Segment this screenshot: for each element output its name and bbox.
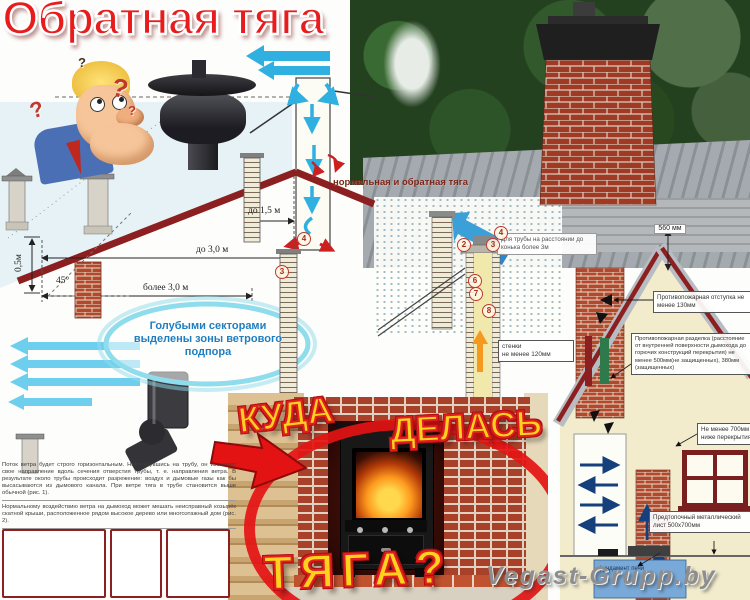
paragraph-2: Нормальному воздействию ветра на дымоход… — [2, 504, 236, 529]
note-foundation: фундамент печи — [598, 566, 645, 572]
roof-cowl-icon — [1, 168, 33, 231]
brick-chimney-photo — [536, 2, 660, 206]
question-mark: ? — [78, 55, 86, 70]
sky-gap — [383, 20, 441, 108]
red-circle-highlight — [244, 419, 548, 600]
wind-arrows-left — [8, 337, 140, 410]
red-arrow-icon — [209, 431, 309, 490]
note-predtopochny-list: Предтопочный металлический лист 500х700м… — [649, 511, 750, 533]
wind-arrow-icon — [258, 61, 330, 80]
watermark: Vegast-Grupp.by — [486, 562, 717, 590]
updraft-arrow-icon — [472, 330, 488, 372]
walls-thickness-note: стенки не менее 120мм — [498, 340, 574, 362]
chimney-cowl-photo — [140, 46, 264, 172]
dim-560mm: 560 мм — [654, 224, 686, 235]
man-nose — [116, 107, 144, 127]
man-hand — [90, 123, 154, 165]
marker-circle: 4 — [494, 226, 508, 240]
note-nizhe-perekrytiya: Не менее 700мм и ниже перекрытия — [697, 423, 750, 445]
explanatory-text-panel: Поток ветра будет строго горизонтальным.… — [2, 462, 236, 532]
marker-circle: 6 — [468, 274, 482, 288]
marker-circle: 7 — [469, 287, 483, 301]
marker-circle: 3 — [486, 238, 500, 252]
roof-cowl-icon — [15, 433, 45, 474]
dim-bolee-3m: более 3,0 м — [143, 283, 189, 293]
dim-45deg: 45° — [56, 276, 70, 286]
cowl-body — [160, 92, 246, 144]
paragraph-1: Поток ветра будет строго горизонтальным.… — [2, 462, 236, 501]
cowl-finial — [192, 60, 206, 78]
right-house-diagram — [552, 229, 750, 600]
marker-circle: 3 — [275, 265, 289, 279]
puzzled-man-cartoon: ? ? ? ? — [26, 55, 173, 186]
illustration-card-building — [166, 529, 230, 598]
man-eye — [112, 95, 127, 110]
dim-0-5m: 0,5м — [13, 254, 24, 272]
walls-note-line1: стенки — [502, 343, 522, 350]
wind-arrow-icon — [246, 45, 330, 67]
question-mark: ? — [128, 103, 136, 118]
caption-tyaga: ТЯГА? — [262, 539, 454, 600]
marker-circle: 8 — [482, 304, 496, 318]
wind-zone-note: Голубыми секторами выделены зоны ветрово… — [133, 320, 283, 359]
illustration-card-tree — [2, 529, 106, 598]
note-otstupka: Противопожарная отступка не менее 130мм — [653, 291, 750, 313]
marker-circle: 2 — [457, 238, 471, 252]
question-mark: ? — [26, 95, 47, 124]
note-razdelka: Противопожарная разделка (расстояние от … — [631, 333, 750, 376]
dim-do-1-5m: до 1,5 м — [248, 206, 281, 216]
dim-do-3m: до 3,0 м — [196, 245, 229, 255]
ridge-distance-note: Для трубы на расстоянии до конька более … — [497, 233, 597, 255]
fireplace-photo — [228, 393, 548, 600]
caption-delas: ДЕЛАСЬ — [388, 401, 544, 452]
illustration-card-wind — [110, 529, 162, 598]
marker-circle: 4 — [297, 232, 311, 246]
window-icon — [678, 450, 750, 512]
man-eye — [90, 97, 105, 112]
caption-normal-reverse-draft: нормальная и обратная тяга — [333, 177, 469, 188]
walls-note-line2: не менее 120мм — [502, 351, 551, 358]
page-title: Обратная тяга — [1, 0, 326, 45]
cowl-cap — [148, 74, 256, 96]
